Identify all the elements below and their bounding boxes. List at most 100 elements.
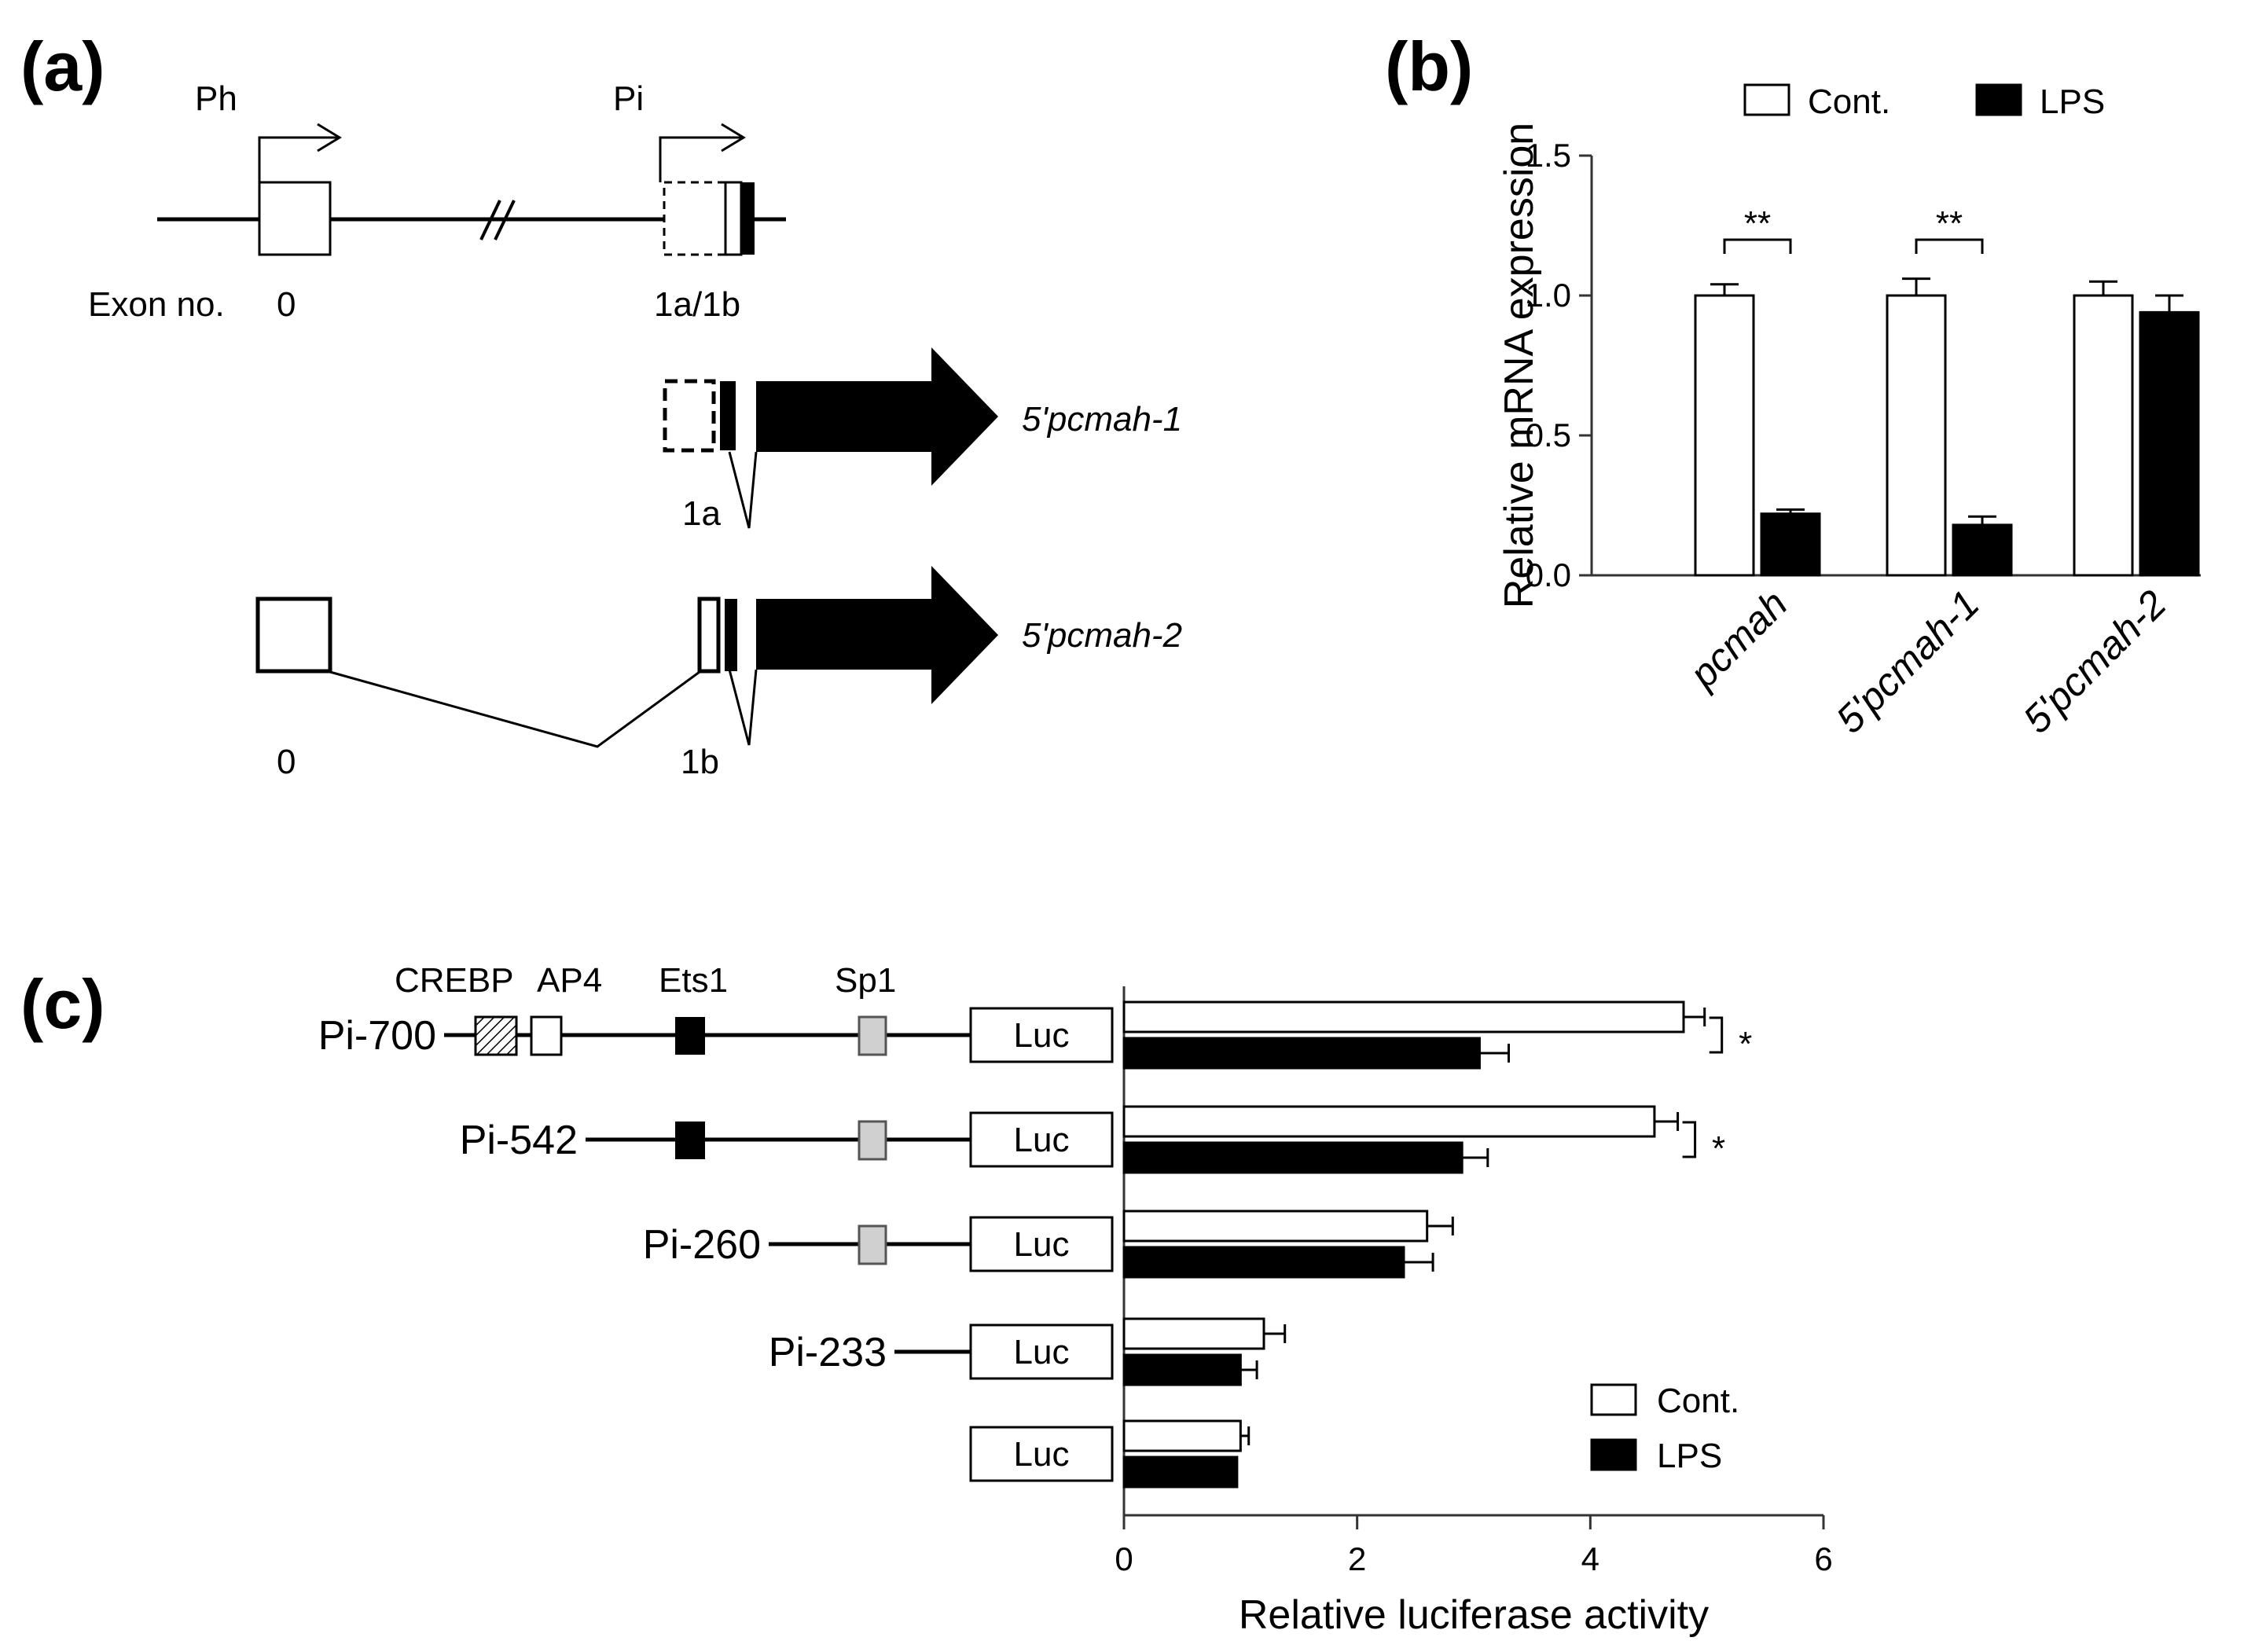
significance-bracket <box>1682 1121 1697 1158</box>
construct-label: Pi-542 <box>460 1118 578 1163</box>
significance-bracket <box>1915 238 1984 254</box>
luc-label: Luc <box>1014 1121 1070 1159</box>
exon-coding-block <box>742 182 755 255</box>
break-mark <box>479 200 501 240</box>
bar-control <box>1694 294 1755 577</box>
break-mark <box>494 200 516 240</box>
y-tick-label: 1.5 <box>1526 137 1571 174</box>
bar-control <box>2073 294 2134 577</box>
luc-label: Luc <box>1014 1435 1070 1474</box>
transcript1-coding <box>720 381 736 450</box>
panel-label-b: (b) <box>1385 28 1473 105</box>
ets1-site-box <box>675 1017 705 1055</box>
transcript2-exon-0 <box>255 597 332 674</box>
site-label-crebp: CREBP <box>395 961 514 1000</box>
exon-1a-label: 1a <box>682 494 721 533</box>
legend-label-lps: LPS <box>1657 1437 1722 1475</box>
bar-lps <box>1122 1246 1405 1279</box>
luc-box: Luc <box>969 1111 1114 1168</box>
sp1-site-box <box>858 1015 887 1056</box>
transcript2-splice <box>728 669 758 746</box>
ets1-site-box <box>675 1122 705 1159</box>
x-tick-label: 0 <box>1115 1540 1133 1577</box>
bar-control <box>1122 1419 1242 1452</box>
construct-label: Pi-260 <box>643 1222 761 1268</box>
exon-0-number: 0 <box>277 285 296 324</box>
promoter-ph-label: Ph <box>195 79 237 118</box>
significance-marker: * <box>1739 1025 1752 1063</box>
bar-lps <box>2139 310 2200 577</box>
exon-1a-1b-number: 1a/1b <box>654 285 740 324</box>
bar-control <box>1886 294 1947 577</box>
significance-marker: ** <box>1936 204 1963 243</box>
construct-label: Pi-233 <box>769 1330 887 1375</box>
legend-swatch-lps <box>1975 83 2022 116</box>
significance-marker: ** <box>1744 204 1771 243</box>
legend-label-control: Cont. <box>1808 83 1890 121</box>
pi-arrow <box>659 136 743 182</box>
luc-label: Luc <box>1014 1225 1070 1264</box>
significance-marker: * <box>1712 1129 1725 1168</box>
legend-swatch-lps <box>1590 1438 1637 1471</box>
site-label-ets1: Ets1 <box>659 961 728 1000</box>
bar-lps <box>1122 1037 1481 1070</box>
bar-control <box>1122 1105 1656 1138</box>
gene-structure-diagram: Ph Pi Exon no. 0 1a/1b 5'pcmah-1 1a <box>88 79 1182 781</box>
luc-label: Luc <box>1014 1333 1070 1371</box>
ph-arrow <box>258 136 338 182</box>
legend-swatch-control <box>1590 1383 1637 1416</box>
panel-label-c: (c) <box>20 965 105 1043</box>
x-tick-label: 2 <box>1348 1540 1366 1577</box>
x-axis-label: Relative luciferase activity <box>1239 1592 1709 1638</box>
promoter-construct-diagram: CREBP AP4 Ets1 Sp1 Luc <box>395 961 1114 1482</box>
significance-bracket <box>1723 238 1792 254</box>
luc-box: Luc <box>969 1007 1114 1063</box>
bar-lps <box>1122 1456 1239 1489</box>
bar-lps <box>1952 523 2013 577</box>
x-tick-label: 5'pcmah-1 <box>1827 582 1988 742</box>
y-axis-label: Relative mRNA expression <box>1497 123 1542 608</box>
legend-label-control: Cont. <box>1657 1382 1739 1420</box>
luc-label: Luc <box>1014 1016 1070 1055</box>
y-tick-label: 1.0 <box>1526 277 1571 314</box>
bar-lps <box>1122 1353 1242 1386</box>
transcript1-exon-1a <box>663 379 716 453</box>
exon-1b-box <box>724 181 743 256</box>
legend-swatch-control <box>1743 83 1790 116</box>
luc-box: Luc <box>969 1323 1114 1380</box>
x-tick-label: pcmah <box>1680 582 1796 697</box>
legend-label-lps: LPS <box>2040 83 2105 121</box>
sp1-site-box <box>858 1120 887 1161</box>
x-tick-label: 5'pcmah-2 <box>2014 582 2175 742</box>
transcript1-label: 5'pcmah-1 <box>1022 400 1182 439</box>
crebp-site-box <box>474 1015 518 1056</box>
construct-label: Pi-700 <box>318 1013 436 1059</box>
luc-box: Luc <box>969 1426 1114 1482</box>
sp1-site-box <box>858 1224 887 1265</box>
exon-1b-label: 1b <box>681 743 719 781</box>
x-tick-label: 4 <box>1581 1540 1599 1577</box>
panel-label-a: (a) <box>20 28 105 105</box>
x-tick-label: 6 <box>1814 1540 1832 1577</box>
pi-arrowhead <box>721 123 746 152</box>
ap4-site-box <box>530 1015 563 1056</box>
transcript1-arrow <box>756 347 998 486</box>
luc-box: Luc <box>969 1216 1114 1272</box>
y-tick-label: 0.0 <box>1526 556 1571 593</box>
bar-control <box>1122 1317 1265 1350</box>
site-label-sp1: Sp1 <box>835 961 896 1000</box>
promoter-pi-label: Pi <box>613 79 644 118</box>
transcript2-label: 5'pcmah-2 <box>1022 616 1182 655</box>
transcript2-splice-0-1b <box>329 670 700 748</box>
y-tick-label: 0.5 <box>1526 417 1571 453</box>
transcript2-exon-1b <box>697 597 721 674</box>
bar-control <box>1122 1210 1429 1243</box>
site-label-ap4: AP4 <box>537 961 602 1000</box>
ph-arrowhead <box>317 123 342 152</box>
transcript2-coding <box>725 599 737 671</box>
bar-lps <box>1760 512 1821 577</box>
transcript2-arrow <box>756 566 998 704</box>
